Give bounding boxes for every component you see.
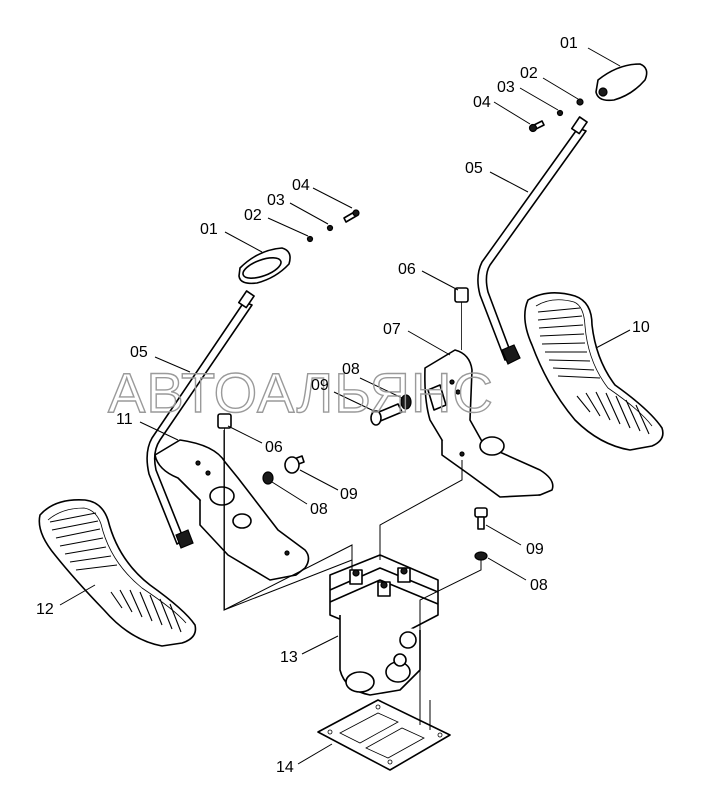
callout-labels: 01 02 03 04 05 06 07 08 09 10 01 02 03 0… [36, 35, 650, 776]
callout-12: 12 [36, 601, 54, 618]
callout-03-left: 03 [267, 192, 285, 209]
callout-06-right: 06 [398, 261, 416, 278]
pedal-pad-12 [38, 498, 197, 647]
callout-03-right: 03 [497, 79, 515, 96]
callout-05-right: 05 [465, 160, 483, 177]
callout-02-left: 02 [244, 207, 262, 224]
callout-02-right: 02 [520, 65, 538, 82]
callout-09-low: 09 [526, 541, 544, 558]
callout-09-mid: 09 [311, 377, 329, 394]
lever-05-right [477, 116, 588, 365]
callout-01-left: 01 [200, 221, 218, 238]
callout-08-left: 08 [310, 501, 328, 518]
callout-14: 14 [276, 759, 294, 776]
pin-09-left [284, 455, 305, 474]
callout-08-low: 08 [530, 577, 548, 594]
washer-08-low [474, 551, 488, 561]
callout-04-right: 04 [473, 94, 491, 111]
pedal-arm-07 [424, 349, 554, 498]
knob-01-right [595, 63, 648, 102]
callout-09-left: 09 [340, 486, 358, 503]
pedal-pad-10 [524, 292, 664, 451]
brake-valve-13 [329, 554, 439, 696]
callout-07: 07 [383, 321, 401, 338]
lever-05-left [146, 290, 255, 549]
knob-01-left [238, 247, 291, 285]
fasteners-right [528, 98, 584, 133]
callout-01-right: 01 [560, 35, 578, 52]
pin-09-low [474, 507, 488, 530]
pin-09-mid [370, 403, 403, 426]
fasteners-left [306, 209, 360, 243]
washer-08-mid [400, 394, 412, 410]
watermark-text: АВТОАЛЬЯНС [108, 361, 494, 424]
washer-08-left [262, 471, 274, 485]
callout-11: 11 [116, 411, 133, 428]
callout-10: 10 [632, 319, 650, 336]
assembly-lines [223, 430, 482, 730]
gasket-14 [317, 699, 451, 771]
callout-06-left: 06 [265, 439, 283, 456]
callout-05-left: 05 [130, 344, 148, 361]
bolt-06-right [454, 287, 469, 350]
callout-04-left: 04 [292, 177, 310, 194]
callout-13: 13 [280, 649, 298, 666]
callout-08-mid: 08 [342, 361, 360, 378]
leader-lines [59, 47, 631, 765]
